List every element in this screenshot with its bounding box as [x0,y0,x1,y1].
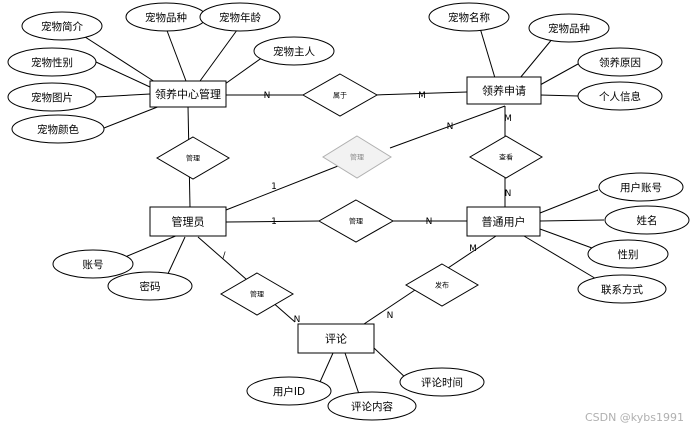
attribute-user-name-label: 姓名 [637,214,658,227]
cardinality-comment-publish: N [387,311,394,321]
attribute-apply-info-label: 个人信息 [599,90,641,103]
attribute-apply-reason-label: 领养原因 [599,56,641,69]
attribute-comment-content-label: 评论内容 [351,400,393,413]
link-apply-name [479,27,496,79]
attribute-center-age-label: 宠物年龄 [219,11,261,24]
attribute-center-color-label: 宠物颜色 [37,123,79,136]
entity-user-label: 普通用户 [482,215,526,229]
attribute-admin-password-label: 密码 [140,280,161,293]
link-user-account [539,189,599,214]
attribute-admin-account: 账号 [52,249,134,279]
cardinality-labels: N M N 1 M N 1 N / N M N [222,91,511,325]
attribute-comment-content: 评论内容 [327,391,417,421]
cardinality-user-publish: M [469,244,477,254]
link-center-breed [165,27,187,82]
attribute-apply-breed: 宠物品种 [528,13,610,43]
relationship-review: 查看 [469,135,543,179]
relationship-manage-apply-label: 管理 [350,153,364,162]
attribute-apply-name-label: 宠物名称 [448,11,490,24]
attribute-center-intro: 宠物简介 [21,11,103,41]
attribute-center-photo-label: 宠物图片 [31,91,73,104]
link-admin-manage [225,220,321,223]
relationship-manage-center: 管理 [156,136,230,180]
link-center-photo [95,93,151,98]
link-apply-reason [539,63,579,86]
attribute-user-contact: 联系方式 [577,274,667,304]
link-comment-userid [319,352,334,383]
cardinality-center-belongs: N [264,91,271,101]
relationship-manage-comment-label: 管理 [250,290,264,299]
attribute-comment-time-label: 评论时间 [421,376,463,389]
link-belongs-apply [374,91,468,96]
entity-comment-label: 评论 [325,332,347,346]
entity-center-label: 领养中心管理 [155,87,221,101]
link-user-name [539,219,605,222]
attribute-user-contact-label: 联系方式 [601,283,643,296]
entity-center: 领养中心管理 [149,80,227,108]
attribute-center-breed: 宠物品种 [125,2,207,32]
link-center-age [199,25,241,82]
attribute-center-age: 宠物年龄 [199,2,281,32]
relationship-publish-label: 发布 [435,281,449,290]
attribute-center-breed-label: 宠物品种 [145,11,187,24]
attribute-user-account: 用户账号 [598,172,684,202]
relationship-publish: 发布 [405,263,479,307]
attribute-center-gender-label: 宠物性别 [31,56,73,69]
attribute-center-owner-label: 宠物主人 [273,45,315,58]
attribute-center-owner: 宠物主人 [253,36,335,66]
cardinality-admin-manage-apply: 1 [271,182,277,192]
cardinality-user-manage: N [426,217,433,227]
entity-apply-label: 领养申请 [482,84,526,98]
relationship-belongs-label: 属于 [333,92,347,100]
link-comment-content [344,352,361,398]
attribute-center-gender: 宠物性别 [7,47,97,77]
attribute-center-color: 宠物颜色 [11,114,105,144]
link-manage-apply [389,105,506,149]
relationship-manage-center-label: 管理 [186,154,200,163]
attribute-user-gender: 性别 [587,239,669,269]
cardinality-apply-review: M [504,114,512,124]
cardinality-apply-manage: N [447,122,454,132]
cardinality-apply-belongs: M [418,91,426,101]
attribute-admin-account-label: 账号 [83,259,104,271]
attribute-apply-breed-label: 宠物品种 [548,22,590,35]
cardinality-admin-manage-user: 1 [271,217,277,227]
attribute-apply-name: 宠物名称 [428,2,510,32]
attribute-apply-reason: 领养原因 [577,47,663,77]
cardinality-user-review: N [505,189,512,199]
cardinality-admin-manage-comment: / [222,251,226,261]
relationship-manage-user-label: 管理 [349,217,363,226]
attribute-comment-userid-label: 用户ID [273,385,305,398]
entity-admin: 管理员 [149,206,227,237]
entity-comment: 评论 [297,323,375,354]
attribute-user-gender-label: 性别 [618,248,639,261]
attribute-center-photo: 宠物图片 [7,82,97,112]
entity-apply: 领养申请 [466,76,542,105]
entity-user: 普通用户 [466,206,541,237]
relationship-belongs: 属于 [301,73,379,117]
link-admin-password [165,236,186,279]
attribute-comment-time: 评论时间 [399,367,485,397]
relationship-manage-user: 管理 [317,199,395,243]
link-center-gender [95,61,151,88]
relationship-manage-comment: 管理 [220,272,294,316]
link-comment-time [373,347,409,381]
attribute-apply-info: 个人信息 [577,81,663,111]
watermark: CSDN @kybs1991 [585,411,684,424]
entity-admin-label: 管理员 [172,215,205,229]
link-apply-info [539,94,579,97]
attribute-user-name: 姓名 [604,205,690,235]
link-user-contact [523,235,599,281]
attribute-comment-userid: 用户ID [246,376,332,406]
relationship-manage-apply: 管理 [322,135,392,179]
attribute-center-intro-label: 宠物简介 [41,20,83,33]
link-center-color [103,105,161,129]
relationship-review-label: 查看 [499,153,513,162]
link-user-gender [539,228,593,249]
attribute-admin-password: 密码 [107,271,193,301]
cardinality-comment-manage: N [294,315,301,325]
link-admin-manage-apply [225,165,339,211]
attribute-user-account-label: 用户账号 [620,181,662,194]
